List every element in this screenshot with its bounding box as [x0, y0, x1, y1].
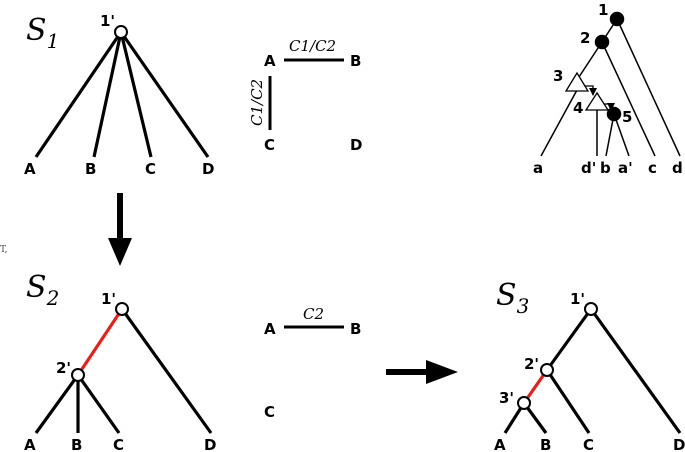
gt-node-3-transfer: [564, 71, 590, 92]
s1-root-label: 1': [100, 12, 115, 30]
s1-title: S1: [26, 13, 59, 53]
s2-edge-a: [34, 374, 80, 434]
gt-node-4-transfer: [584, 91, 610, 111]
gene-tree: 1 2 3 4 5 a d' b a' c d: [533, 1, 683, 177]
s3-node-2: [540, 363, 554, 377]
s2-node-2: [71, 368, 85, 382]
s2-node-1: [115, 302, 129, 316]
graph1-edge-ab-label: C1/C2: [289, 37, 336, 55]
s2-leaf-a: A: [24, 436, 36, 452]
graph1-node-c: C: [264, 136, 275, 154]
s3-title: S3: [496, 278, 529, 318]
gt-node-1: [609, 11, 625, 27]
s3-node-1: [584, 302, 598, 316]
s3-edge-root-d: [589, 308, 682, 434]
gt-leaf-d: d: [672, 159, 683, 177]
s2-edge-root-highlight: [76, 308, 124, 376]
s2-edge-c: [76, 374, 121, 434]
s1-leaf-b: B: [85, 160, 96, 178]
s2-node-label-2: 2': [56, 359, 71, 377]
s1-leaf-c: C: [145, 160, 156, 178]
s3-node-label-3: 3': [499, 389, 514, 407]
graph2-node-c: C: [264, 403, 275, 421]
s3-node-label-1: 1': [570, 290, 585, 308]
gt-node-label-2: 2: [580, 29, 590, 47]
gt-node-label-5: 5: [622, 108, 632, 126]
s3-leaf-a: A: [494, 436, 506, 452]
s3-leaf-d: D: [673, 436, 685, 452]
gt-edge-5-ap: [613, 113, 630, 157]
s2-leaf-b: B: [71, 436, 82, 452]
gt-node-2: [594, 34, 610, 50]
s2-node-label-1: 1': [101, 290, 116, 308]
s1-edge-b: [92, 31, 123, 158]
gt-leaf-dp: d': [581, 159, 596, 177]
graph1-node-d: D: [350, 136, 362, 154]
s3-edge-root-2: [545, 308, 593, 371]
s2-edge-root-d: [120, 308, 213, 434]
s3-node-label-2: 2': [524, 355, 539, 373]
down-arrow: [108, 193, 132, 266]
s3-leaf-c: C: [583, 436, 594, 452]
gt-edge-3-a: [540, 89, 578, 157]
s2-leaf-c: C: [113, 436, 124, 452]
gt-leaf-b: b: [600, 159, 611, 177]
graph2-edge-ab-label: C2: [303, 305, 324, 323]
gt-node-5: [606, 106, 622, 122]
s1-edge-c: [119, 31, 153, 158]
gt-node-label-4: 4: [573, 99, 583, 117]
gt-edge-1-d: [616, 18, 681, 157]
s1-leaf-a: A: [24, 160, 36, 178]
gt-leaf-ap: a': [618, 159, 633, 177]
graph1-edge-ac-label: C1/C2: [248, 79, 266, 126]
gt-edge-2-c: [601, 41, 656, 157]
species-tree-s3: S3 1' 2' 3' A B C D: [494, 278, 685, 452]
gt-leaf-a: a: [533, 159, 543, 177]
species-tree-s2: S2 1' 2' A B C D: [24, 270, 216, 452]
graph1-node-b: B: [350, 52, 361, 70]
s1-leaf-d: D: [202, 160, 214, 178]
graph1-node-a: A: [264, 52, 276, 70]
s3-leaf-b: B: [540, 436, 551, 452]
s1-root-node: [114, 25, 128, 39]
right-arrow: [386, 360, 458, 384]
s1-edge-d: [119, 31, 210, 158]
s3-node-3: [517, 396, 531, 410]
graph2-node-a: A: [264, 320, 276, 338]
conflict-graph-2: A B C C2: [264, 305, 361, 421]
gt-node-label-3: 3: [553, 67, 563, 85]
gt-transfer-arrow-3-4: [583, 85, 597, 96]
s2-leaf-d: D: [204, 436, 216, 452]
species-tree-s1: S1 1' A B C D: [24, 12, 214, 178]
s2-title: S2: [26, 270, 59, 310]
text-fragment: T,: [0, 245, 8, 255]
s3-edge-2-c: [545, 369, 591, 434]
s1-edge-a: [34, 31, 123, 158]
gt-edge-2-3: [576, 41, 603, 81]
conflict-graph-1: A B C D C1/C2 C1/C2: [248, 37, 362, 154]
gt-leaf-c: c: [648, 159, 657, 177]
gt-node-label-1: 1: [598, 1, 608, 19]
graph2-node-b: B: [350, 320, 361, 338]
